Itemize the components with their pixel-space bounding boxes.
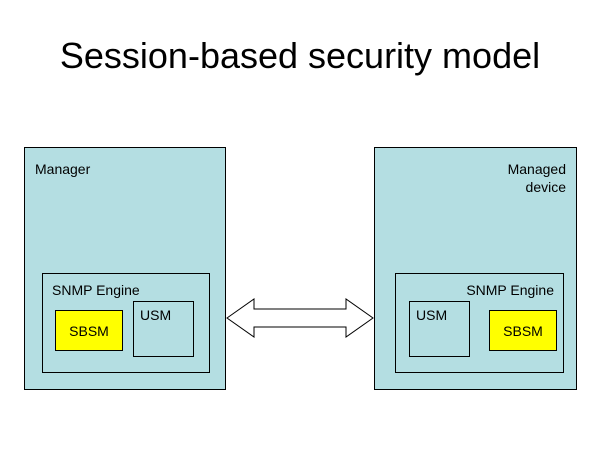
module-box-sbsm-manager: SBSM	[55, 310, 123, 351]
bidirectional-arrow-icon	[226, 293, 374, 343]
snmp-engine-label-manager: SNMP Engine	[52, 282, 140, 298]
entity-label-manager: Manager	[35, 161, 91, 177]
snmp-engine-label-managed-device: SNMP Engine	[466, 282, 554, 298]
module-box-usm-manager: USM	[133, 301, 194, 357]
module-label-sbsm-manager: SBSM	[69, 322, 109, 339]
page-title: Session-based security model	[59, 35, 541, 76]
entity-box-manager: Manager SNMP Engine SBSM USM	[24, 147, 226, 390]
module-box-usm-managed-device: USM	[409, 301, 470, 357]
entity-box-managed-device: Managed device SNMP Engine USM SBSM	[374, 147, 577, 390]
snmp-engine-box-manager: SNMP Engine SBSM USM	[42, 273, 210, 373]
entity-label-managed-device: Managed device	[507, 161, 566, 195]
module-box-sbsm-managed-device: SBSM	[489, 310, 557, 351]
snmp-engine-box-managed-device: SNMP Engine USM SBSM	[395, 273, 564, 373]
module-label-usm-managed-device: USM	[416, 307, 448, 323]
module-label-sbsm-managed-device: SBSM	[503, 322, 543, 339]
module-label-usm-manager: USM	[140, 307, 172, 323]
